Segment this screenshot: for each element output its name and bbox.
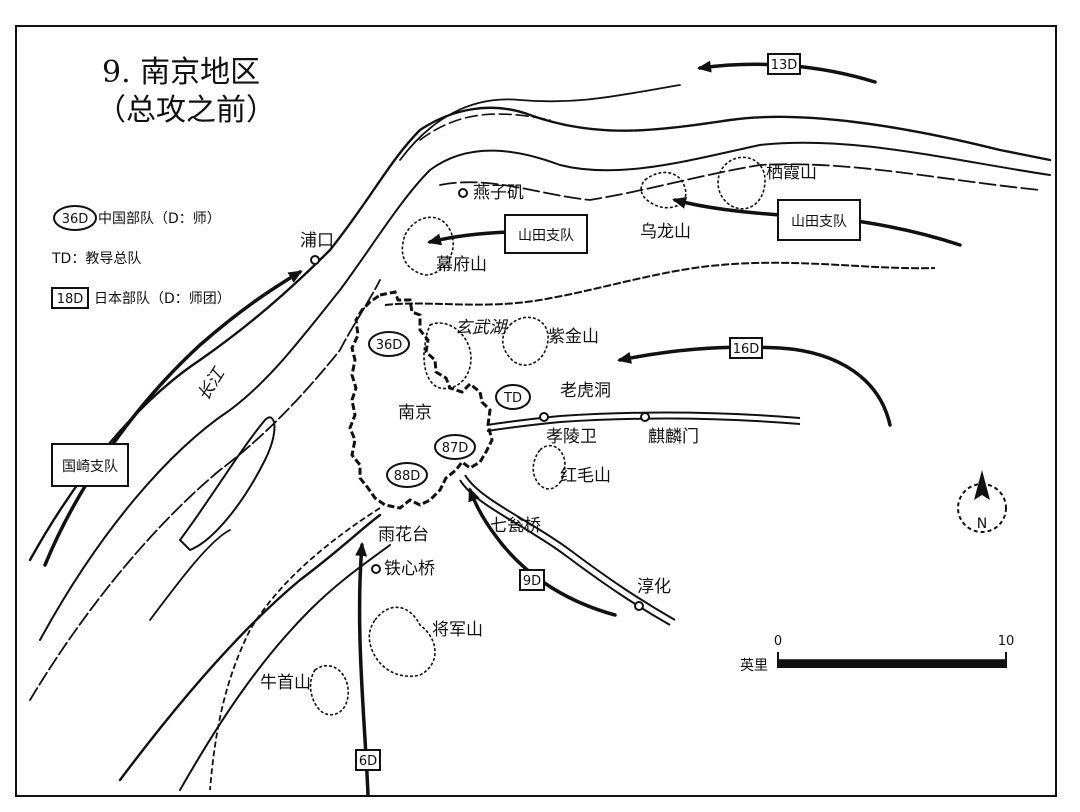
unit-box-yamada-east [777, 199, 861, 241]
label-tiexinqiao: 铁心桥 [384, 559, 435, 579]
unit-label-9d: 9D [523, 574, 541, 589]
legend-chinese-symbol [53, 205, 97, 231]
label-pukou: 浦口 [300, 231, 334, 251]
arrow-yamada-west [427, 230, 512, 246]
xiaolingwei-marker [539, 412, 549, 422]
unit-ellipse-87d [434, 434, 476, 460]
scale-min-label: 0 [774, 634, 782, 649]
legend-japanese-text: 日本部队（D：师团） [94, 291, 231, 307]
scale-bar-fill [778, 660, 1006, 668]
arrow-16d [617, 345, 892, 427]
label-changjiang: 长江 [194, 363, 230, 404]
jiangjunshan-hill [368, 606, 436, 677]
unit-label-36d: 36D [376, 338, 403, 353]
label-niushoushan: 牛首山 [260, 673, 311, 693]
legend: 36D 中国部队（D：师） TD：教导总队 18D 日本部队（D：师团） [51, 205, 231, 309]
label-xuanwuhu: 玄武湖 [455, 318, 509, 338]
arrow-9d [468, 487, 617, 617]
label-mufushan: 幕府山 [436, 255, 487, 275]
legend-japanese-symbol-text: 18D [57, 292, 84, 307]
place-labels: 浦口 燕子矶 幕府山 乌龙山 栖霞山 玄武湖 紫金山 老虎洞 南京 孝陵卫 麒麟… [194, 163, 817, 693]
hongmaoshan-hill [532, 444, 566, 490]
unit-label-88d: 88D [394, 469, 421, 484]
zijinshan-hill [501, 316, 549, 366]
unit-label-13d: 13D [771, 58, 798, 73]
legend-chinese-symbol-text: 36D [62, 212, 89, 227]
unit-label-87d: 87D [442, 441, 469, 456]
unit-label-td: TD [503, 391, 522, 406]
unit-box-9d [519, 569, 545, 591]
scale-unit-label: 英里 [740, 657, 768, 674]
unit-box-6d [355, 749, 381, 771]
map-border [15, 25, 1057, 797]
label-nanjing: 南京 [398, 403, 432, 423]
unit-label-kunisaki: 国崎支队 [62, 459, 118, 475]
unit-label-16d: 16D [733, 342, 760, 357]
niushoushan-hill [309, 664, 349, 716]
unit-box-yamada-west [504, 214, 588, 254]
unit-ellipse-36d [368, 331, 410, 357]
unit-ellipse-88d [386, 462, 428, 488]
unit-label-yamada-east: 山田支队 [791, 214, 847, 230]
legend-japanese-symbol [51, 287, 89, 309]
legend-chinese-text: 中国部队（D：师） [98, 211, 221, 227]
label-zijinshan: 紫金山 [548, 327, 599, 347]
yangtze-river [28, 84, 1052, 791]
label-hongmaoshan: 红毛山 [560, 466, 611, 486]
label-qilinmen: 麒麟门 [648, 427, 699, 447]
label-wulongshan: 乌龙山 [640, 222, 691, 242]
map-title-line1: 9. 南京地区 [102, 55, 260, 90]
label-yuhuatai: 雨花台 [378, 525, 429, 545]
nanjing-city-wall [348, 290, 494, 510]
label-laohudong: 老虎洞 [560, 381, 611, 401]
yanziji-marker [458, 188, 468, 198]
arrow-kunisaki [43, 270, 303, 567]
tiexinqiao-marker [371, 564, 381, 574]
label-qiwengqiao: 七瓮桥 [490, 516, 541, 536]
mufushan-hill [401, 216, 454, 276]
label-chunhua: 淳化 [637, 577, 671, 597]
qilinmen-marker [640, 412, 650, 422]
chinese-units: 36D TD 87D 88D [368, 331, 531, 488]
label-qixiashan: 栖霞山 [766, 163, 817, 183]
pukou-marker [310, 255, 320, 265]
scale-bar: 英里 0 10 [740, 634, 1014, 674]
unit-box-13d [767, 53, 801, 75]
scale-max-label: 10 [998, 634, 1015, 649]
label-xiaolingwei: 孝陵卫 [546, 427, 597, 447]
legend-td-text: TD：教导总队 [51, 251, 141, 267]
compass-north-label: N [977, 516, 987, 532]
unit-ellipse-td [495, 384, 531, 410]
north-arrow-icon [974, 470, 990, 500]
label-jiangjunshan: 将军山 [432, 620, 483, 640]
label-yanziji: 燕子矶 [473, 183, 524, 203]
unit-box-16d [729, 337, 763, 359]
japanese-units: 13D 山田支队 山田支队 16D 9D 6D 国崎支队 [51, 53, 861, 771]
unit-label-6d: 6D [359, 754, 377, 769]
unit-label-yamada-west: 山田支队 [518, 228, 574, 244]
place-markers [310, 188, 650, 611]
map-title-line2: （总攻之前） [96, 93, 276, 128]
unit-box-kunisaki [51, 443, 129, 487]
chunhua-marker [634, 601, 644, 611]
qixiashan-hill [717, 156, 766, 210]
wulongshan-hill [640, 171, 687, 209]
compass: N [957, 470, 1007, 533]
